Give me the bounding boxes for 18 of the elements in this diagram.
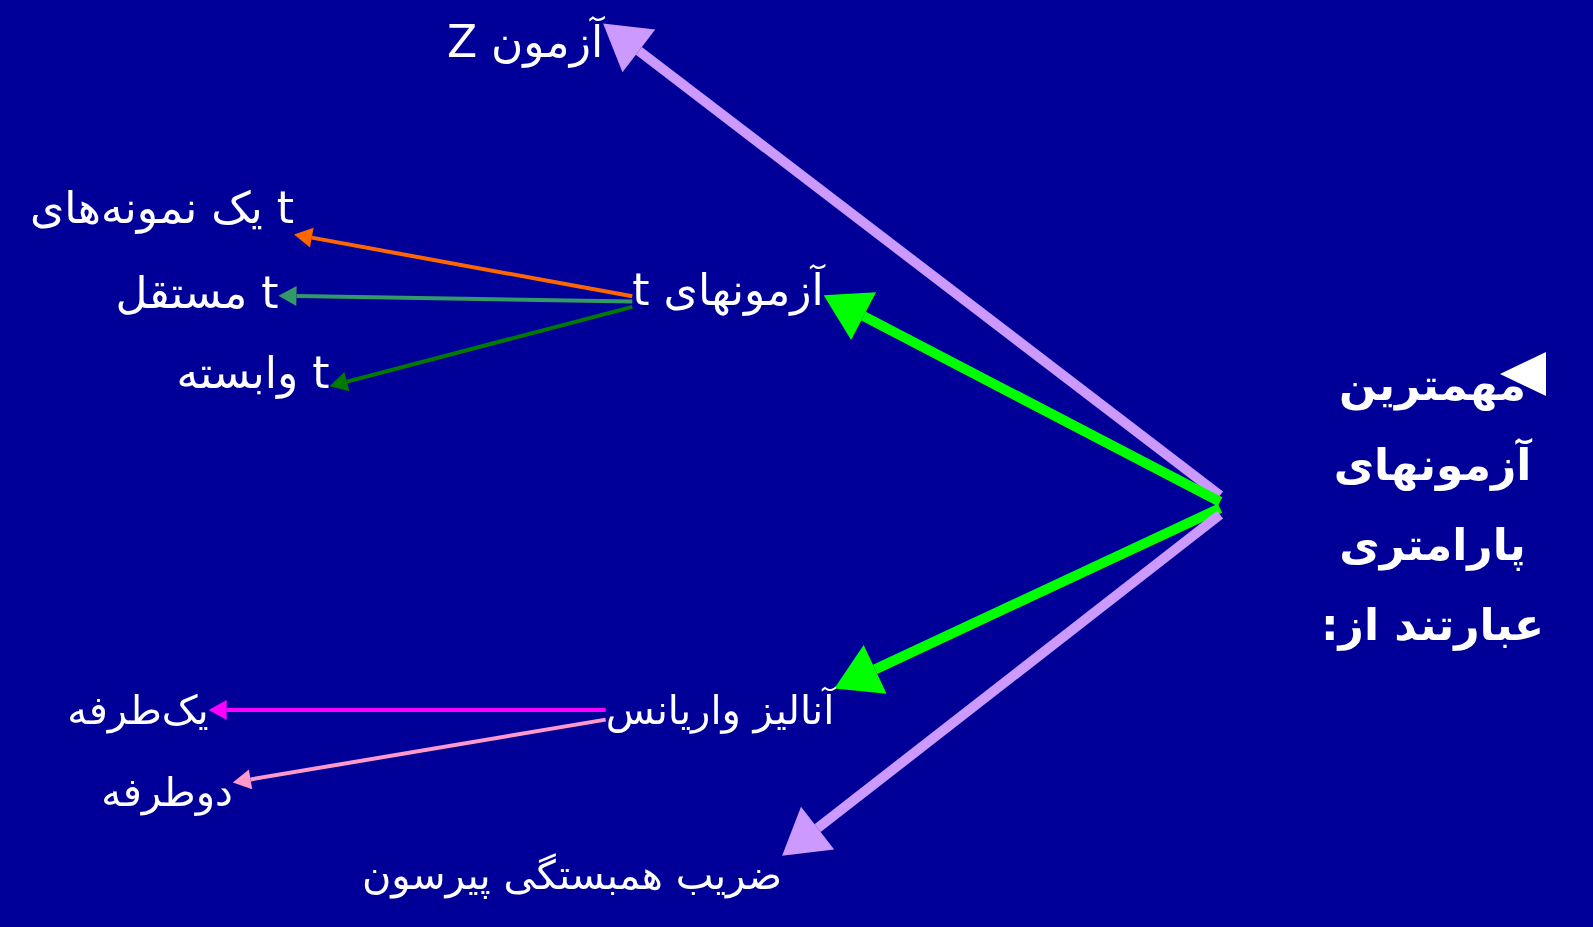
heading-text: مهمترین آزمونهای پارامتری عبارتند از: (1220, 345, 1550, 665)
node-label: t یک نمونه‌های (29, 181, 295, 235)
arrow (294, 227, 633, 299)
arrow (782, 510, 1224, 856)
node-label: آزمونهای t (632, 263, 824, 317)
arrow (329, 304, 633, 392)
node-label: t وابسته (176, 346, 330, 400)
arrow (208, 700, 606, 720)
arrow (823, 292, 1223, 507)
node-label: آنالیز واریانس (605, 686, 835, 734)
node-label: آزمون Z (446, 15, 604, 69)
arrow (278, 285, 633, 306)
arrow (232, 717, 606, 790)
node-label: t مستقل (115, 266, 279, 320)
node-label: ضریب همبستگی پیرسون (361, 851, 783, 899)
node-label: دوطرفه (101, 768, 233, 816)
node-label: یک‌طرفه (67, 686, 209, 734)
arrow (834, 503, 1223, 694)
